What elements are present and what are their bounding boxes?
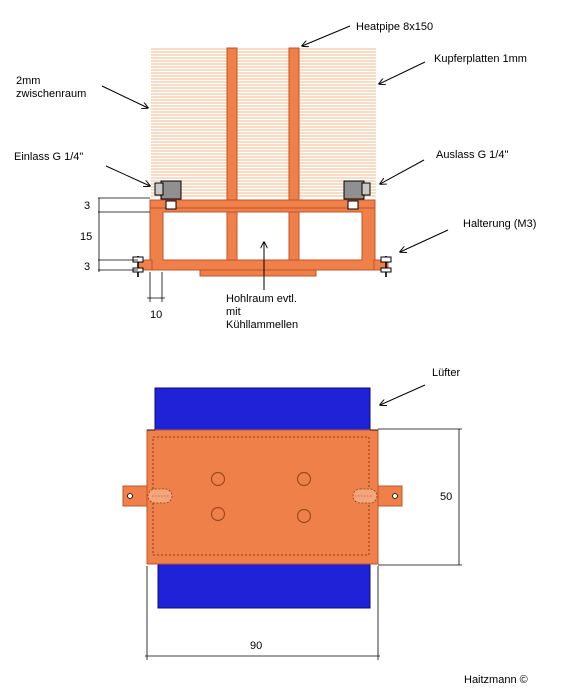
gap-label-line2: zwischenraum: [16, 88, 86, 100]
top-mount-tab-left: [122, 485, 149, 507]
dimension-lines-top-view: [145, 428, 462, 660]
fan-arrow: [380, 384, 426, 405]
mount-label: Halterung (M3): [463, 218, 536, 230]
dim-width: 90: [250, 640, 262, 652]
inlet-fitting-icon: [154, 180, 182, 210]
top-mount-tab-right: [376, 485, 403, 507]
fan-label: Lüfter: [432, 367, 460, 379]
fan-top: [154, 387, 371, 435]
heatpipe-right-cavity: [288, 211, 300, 261]
dim-bottom-plate: 3: [84, 261, 90, 273]
dim-depth: 50: [440, 491, 452, 503]
screw-right-icon: [380, 256, 392, 277]
screw-slot-right-icon: [352, 488, 378, 504]
outlet-label: Auslass G 1/4": [436, 149, 508, 161]
fan-bottom: [157, 559, 371, 609]
gap-arrow: [101, 85, 148, 108]
outlet-fitting-icon: [343, 180, 371, 210]
heatpipe-hole-4-icon: [296, 508, 312, 524]
dimension-lines-height: [98, 197, 165, 302]
cavity-label-line2: mit: [226, 306, 241, 318]
mount-arrow: [400, 229, 449, 252]
mount-hole-left-icon: [127, 493, 133, 499]
heatpipe-hole-1-icon: [210, 471, 226, 487]
heatpipe-label: Heatpipe 8x150: [356, 21, 433, 33]
inlet-label: Einlass G 1/4": [14, 151, 83, 163]
copper-plates-label: Kupferplatten 1mm: [434, 53, 527, 65]
contact-plate: [199, 269, 317, 277]
side-view: Heatpipe 8x150 Kupferplatten 1mm 2mm zwi…: [14, 21, 536, 331]
inlet-arrow: [105, 165, 150, 186]
cavity-label-line1: Hohlraum evtl.: [226, 293, 297, 305]
heatpipe-left-cavity: [226, 211, 238, 261]
screw-slot-left-icon: [147, 488, 173, 504]
copper-plates-arrow: [379, 61, 426, 84]
copper-fin-stack: [151, 48, 376, 197]
heatpipe-hole-2-icon: [296, 471, 312, 487]
outlet-arrow: [380, 159, 425, 184]
cooler-body: [149, 199, 376, 271]
author-label: Haitzmann ©: [464, 674, 528, 686]
heatpipe-arrow: [302, 25, 351, 46]
cooler-body-top: [146, 429, 379, 565]
dim-top-plate: 3: [84, 200, 90, 212]
gap-label-line1: 2mm: [16, 75, 40, 87]
mount-hole-right-icon: [392, 493, 398, 499]
dim-tab-width: 10: [150, 309, 162, 321]
heatpipe-hole-3-icon: [210, 506, 226, 522]
dim-height: 15: [80, 231, 92, 243]
top-view: Lüfter 50 90 Haitzmann ©: [122, 367, 528, 686]
cavity-label-line3: Kühllammellen: [226, 319, 298, 331]
